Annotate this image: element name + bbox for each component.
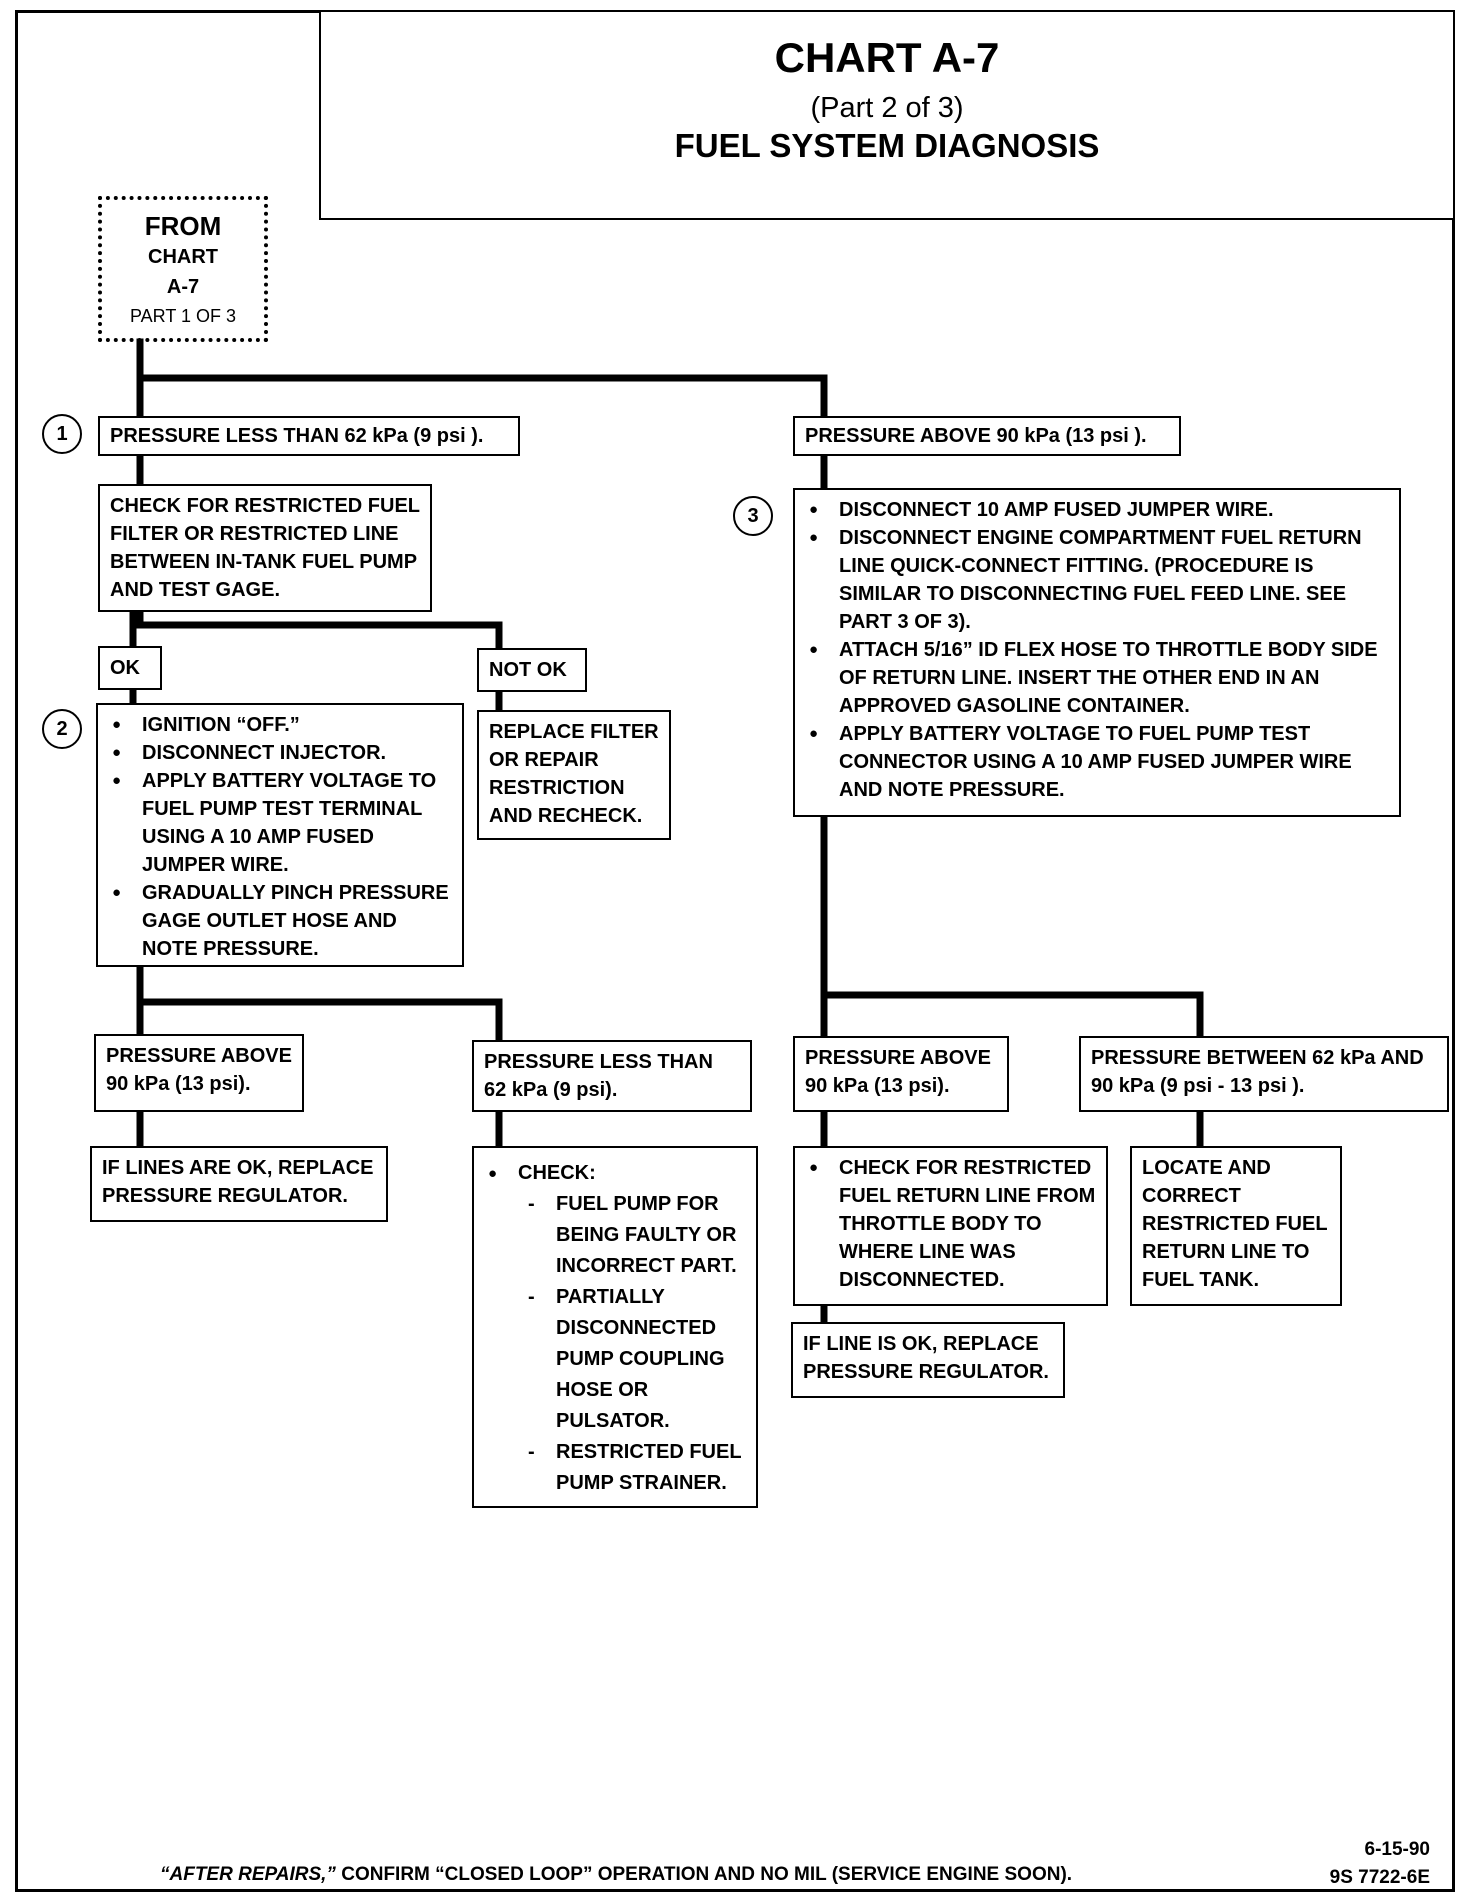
from-chart-id: A-7 bbox=[166, 276, 200, 298]
check-item: FUEL PUMP FOR BEING FAULTY OR INCORRECT … bbox=[516, 1189, 746, 1282]
not-ok-label: NOT OK bbox=[477, 648, 587, 692]
check-restricted-filter-box: CHECK FOR RESTRICTED FUEL FILTER OR REST… bbox=[98, 484, 432, 612]
step2-item: APPLY BATTERY VOLTAGE TO FUEL PUMP TEST … bbox=[108, 767, 452, 879]
after-repairs-text: CONFIRM “CLOSED LOOP” OPERATION AND NO M… bbox=[335, 1864, 1073, 1885]
connector-step3-split bbox=[820, 813, 1204, 1040]
from-chart-box: FROM CHART A-7 PART 1 OF 3 bbox=[98, 196, 268, 342]
step2-item: GRADUALLY PINCH PRESSURE GAGE OUTLET HOS… bbox=[108, 879, 452, 963]
connector-check-split bbox=[136, 608, 503, 654]
footer-code: 9S 7722-6E bbox=[1329, 1867, 1430, 1888]
check-item: RESTRICTED FUEL PUMP STRAINER. bbox=[516, 1437, 746, 1499]
step-marker-2: 2 bbox=[42, 709, 82, 749]
check-return-line-box: CHECK FOR RESTRICTED FUEL RETURN LINE FR… bbox=[793, 1146, 1108, 1306]
step3-item: DISCONNECT 10 AMP FUSED JUMPER WIRE. bbox=[805, 496, 1389, 524]
step3-box: DISCONNECT 10 AMP FUSED JUMPER WIRE. DIS… bbox=[793, 488, 1401, 817]
step2-box: IGNITION “OFF.” DISCONNECT INJECTOR. APP… bbox=[96, 703, 464, 967]
step2-item: IGNITION “OFF.” bbox=[108, 711, 452, 739]
pressure-above-left-box: PRESSURE ABOVE 90 kPa (13 psi). bbox=[94, 1034, 304, 1112]
from-chart-label: CHART bbox=[148, 246, 218, 268]
replace-regulator-right-box: IF LINE IS OK, REPLACE PRESSURE REGULATO… bbox=[791, 1322, 1065, 1398]
step2-item: DISCONNECT INJECTOR. bbox=[108, 739, 452, 767]
connector-step2-split bbox=[136, 963, 503, 1044]
after-repairs-label: “AFTER REPAIRS,” bbox=[160, 1864, 336, 1885]
check-item: PARTIALLY DISCONNECTED PUMP COUPLING HOS… bbox=[516, 1282, 746, 1437]
from-label: FROM bbox=[144, 211, 222, 241]
step3-item: ATTACH 5/16” ID FLEX HOSE TO THROTTLE BO… bbox=[805, 636, 1389, 720]
after-repairs-note: “AFTER REPAIRS,” CONFIRM “CLOSED LOOP” O… bbox=[160, 1863, 1240, 1887]
step3-item: DISCONNECT ENGINE COMPARTMENT FUEL RETUR… bbox=[805, 524, 1389, 636]
pressure-above-right-2-box: PRESSURE ABOVE 90 kPa (13 psi). bbox=[793, 1036, 1009, 1112]
footer-date: 6-15-90 bbox=[1364, 1839, 1431, 1860]
pressure-between-box: PRESSURE BETWEEN 62 kPa AND 90 kPa (9 ps… bbox=[1079, 1036, 1449, 1112]
chart-header: CHART A-7 (Part 2 of 3) FUEL SYSTEM DIAG… bbox=[319, 10, 1455, 220]
check-pump-box: CHECK: FUEL PUMP FOR BEING FAULTY OR INC… bbox=[472, 1146, 758, 1508]
ok-label: OK bbox=[98, 646, 162, 690]
step3-item: APPLY BATTERY VOLTAGE TO FUEL PUMP TEST … bbox=[805, 720, 1389, 804]
locate-restricted-line-box: LOCATE AND CORRECT RESTRICTED FUEL RETUR… bbox=[1130, 1146, 1342, 1306]
replace-filter-box: REPLACE FILTER OR REPAIR RESTRICTION AND… bbox=[477, 710, 671, 840]
chart-name: FUEL SYSTEM DIAGNOSIS bbox=[674, 127, 1100, 164]
chart-part: (Part 2 of 3) bbox=[810, 92, 964, 124]
chart-title: CHART A-7 bbox=[774, 34, 1000, 81]
step-marker-1: 1 bbox=[42, 414, 82, 454]
step-marker-3: 3 bbox=[733, 496, 773, 536]
pressure-low-box: PRESSURE LESS THAN 62 kPa (9 psi ). bbox=[98, 416, 520, 456]
replace-regulator-left-box: IF LINES ARE OK, REPLACE PRESSURE REGULA… bbox=[90, 1146, 388, 1222]
connector-top-split bbox=[136, 338, 828, 424]
check-label: CHECK: bbox=[484, 1158, 746, 1189]
pressure-less-box: PRESSURE LESS THAN 62 kPa (9 psi). bbox=[472, 1040, 752, 1112]
from-part: PART 1 OF 3 bbox=[129, 306, 237, 326]
check-return-line-item: CHECK FOR RESTRICTED FUEL RETURN LINE FR… bbox=[805, 1154, 1096, 1294]
pressure-above-right-box: PRESSURE ABOVE 90 kPa (13 psi ). bbox=[793, 416, 1181, 456]
